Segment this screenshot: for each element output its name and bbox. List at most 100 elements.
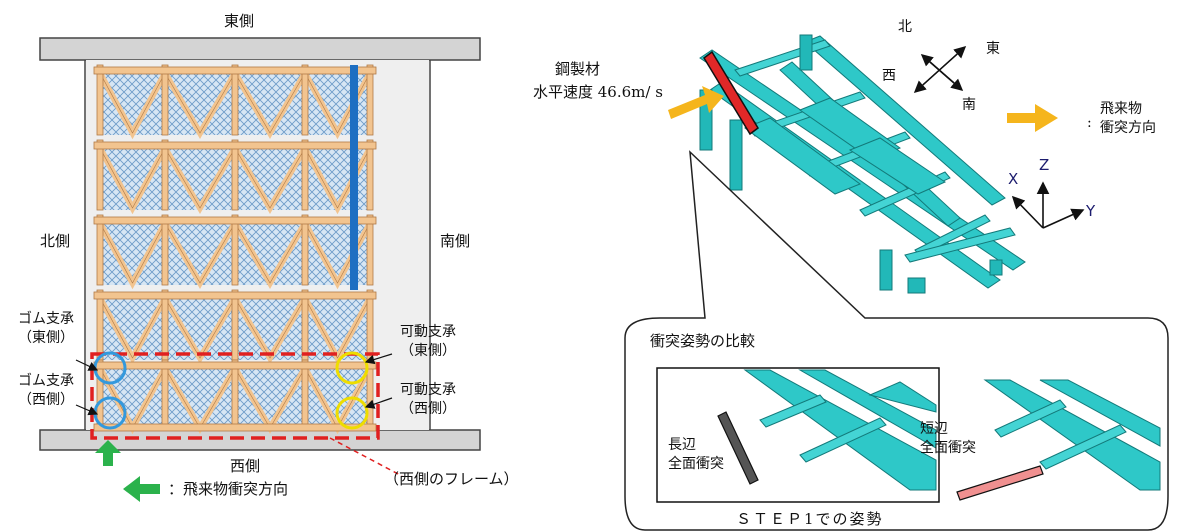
long-side-label: 長辺 全面衝突 — [668, 437, 724, 472]
short-side-label: 短辺 全面衝突 — [920, 421, 976, 456]
legend-impact-arrow-orange — [1007, 104, 1058, 132]
compass-west: 西 — [882, 68, 896, 84]
vertical-member — [301, 359, 309, 431]
mesh-panel — [100, 221, 165, 285]
vertical-member — [96, 289, 104, 361]
rubber-bearing-east-label: ゴム支承 （東側） — [18, 311, 74, 346]
legend-impact-arrow — [123, 476, 160, 502]
mesh-panel — [100, 296, 165, 360]
mesh-panel — [165, 296, 235, 360]
north-side-label: 北側 — [40, 232, 71, 250]
bottom-beam — [93, 423, 377, 432]
legend-arrow-text: 飛来物 衝突方向 — [1100, 101, 1156, 136]
vertical-member — [301, 214, 309, 286]
diagonal-brace-edge — [99, 72, 166, 134]
axis-y-label: Y — [1086, 202, 1096, 220]
vertical-member — [96, 214, 104, 286]
mesh-panel — [235, 221, 305, 285]
diagonal-brace-edge — [164, 297, 236, 359]
comparison-title: 衝突姿勢の比較 — [650, 332, 756, 350]
west-frame-box — [90, 352, 380, 440]
impact-arrow-structure — [668, 86, 724, 119]
vertical-member — [161, 289, 169, 361]
vertical-member — [231, 214, 239, 286]
vertical-member — [161, 359, 169, 431]
axes-icon — [1011, 181, 1085, 229]
mesh-panel — [305, 146, 370, 210]
diagonal-brace-edge — [304, 147, 371, 209]
diagonal-brace-edge — [99, 222, 166, 284]
mesh-panel — [165, 366, 235, 430]
movable-bearing-west-circle — [335, 396, 369, 430]
vertical-member — [231, 139, 239, 211]
mesh-panel — [100, 71, 165, 135]
compass-icon — [913, 45, 967, 94]
west-frame-label: （西側のフレーム） — [384, 470, 519, 488]
movable-bearing-east-label: 可動支承 （東側） — [400, 324, 456, 359]
mesh-panel — [165, 71, 235, 135]
short-side-missile — [956, 465, 1044, 501]
vertical-member — [366, 289, 374, 361]
rubber-bearing-west-label: ゴム支承 （西側） — [18, 373, 74, 408]
legend-impact-direction: ：飛来物衝突方向 — [168, 480, 289, 498]
compass-north: 北 — [898, 19, 912, 35]
axis-x-label: X — [1008, 170, 1019, 188]
vertical-member — [161, 64, 169, 136]
diagonal-brace-edge — [234, 147, 306, 209]
rubber-west-pointer — [75, 404, 99, 416]
main-structure-3d — [699, 34, 1026, 294]
mesh-panel — [305, 296, 370, 360]
mesh-panel — [165, 221, 235, 285]
vertical-member — [231, 64, 239, 136]
diagonal-brace-edge — [234, 297, 306, 359]
vertical-member — [231, 289, 239, 361]
horizontal-beam — [93, 216, 377, 225]
vertical-member — [301, 289, 309, 361]
mesh-panel — [100, 146, 165, 210]
diagonal-brace-edge — [164, 222, 236, 284]
diagonal-brace-edge — [99, 147, 166, 209]
long-side-structure — [743, 369, 937, 491]
east-side-label: 東側 — [224, 12, 255, 30]
movable-bearing-west-label: 可動支承 （西側） — [400, 382, 456, 417]
long-side-missile — [717, 411, 759, 485]
vertical-member — [301, 64, 309, 136]
west-side-label: 西側 — [230, 457, 261, 475]
south-side-label: 南側 — [440, 232, 471, 250]
step1-caption: ＳＴＥＰ1での姿勢 — [736, 510, 884, 528]
diagonal-brace-edge — [164, 72, 236, 134]
slab-top — [39, 37, 481, 438]
diagonal-brace-edge — [99, 297, 166, 359]
rubber-east-pointer — [75, 359, 99, 371]
diagonal-brace-edge — [234, 72, 306, 134]
mesh-panel — [235, 146, 305, 210]
mesh-panel — [235, 296, 305, 360]
mesh-panel — [305, 71, 370, 135]
vertical-member — [301, 139, 309, 211]
vertical-member — [231, 359, 239, 431]
diagonal-brace-edge — [304, 72, 371, 134]
legend-colon: : — [1087, 115, 1092, 131]
horizontal-beam — [93, 291, 377, 300]
compass-east: 東 — [986, 41, 1000, 57]
west-frame-leader — [329, 437, 403, 477]
horizontal-beam — [93, 361, 377, 370]
mesh-panel — [235, 71, 305, 135]
diagonal-brace-edge — [304, 222, 371, 284]
frame-tiers — [93, 64, 377, 435]
axis-z-label: Z — [1039, 156, 1050, 174]
vertical-member — [366, 64, 374, 136]
movable-bearing-east-circle — [335, 351, 369, 385]
vertical-member — [96, 139, 104, 211]
diagonal-brace-edge — [164, 147, 236, 209]
compass-south: 南 — [962, 97, 976, 113]
short-side-structure — [983, 379, 1161, 491]
horizontal-beam — [93, 66, 377, 75]
mesh-panel — [165, 146, 235, 210]
steel-missile — [703, 50, 759, 136]
south-side-member — [350, 65, 358, 290]
horizontal-beam — [93, 141, 377, 150]
diagonal-brace-edge — [234, 222, 306, 284]
diagonal-brace-edge — [304, 297, 371, 359]
